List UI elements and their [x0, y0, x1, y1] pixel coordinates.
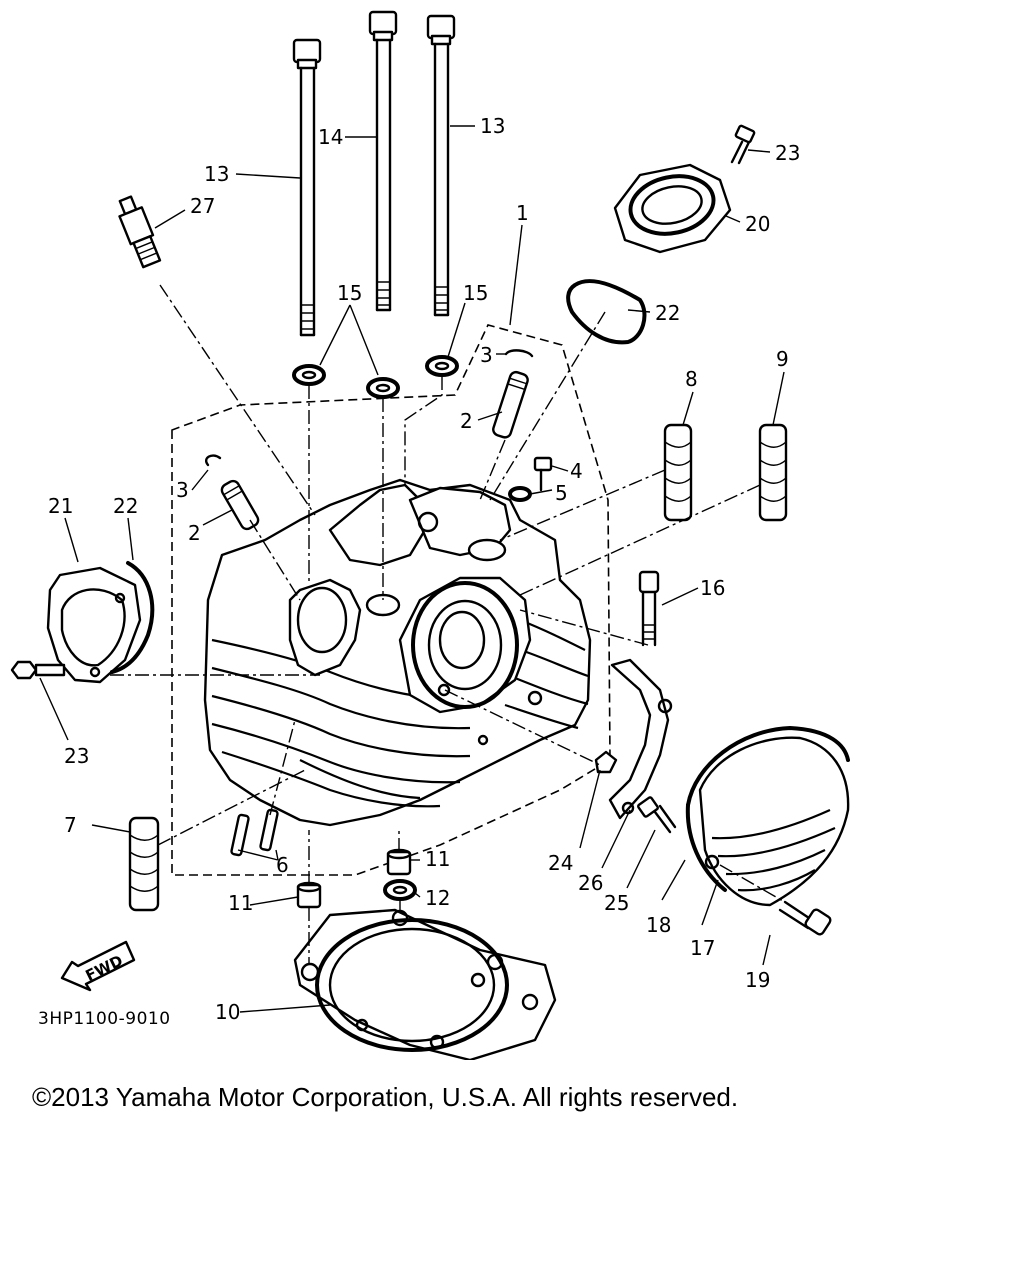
centerline-valve-left	[249, 519, 301, 601]
bolt-16	[638, 570, 660, 647]
bolt-4	[533, 456, 553, 492]
head-bolt-13-right	[426, 14, 456, 317]
centerline-valve-right	[479, 439, 506, 501]
valve-guide-2-right	[492, 370, 529, 439]
centerline-bolt-16	[519, 609, 649, 646]
bolt-24	[594, 750, 618, 774]
label-8: 8	[685, 367, 698, 391]
o-ring-22-top	[566, 279, 647, 345]
label-13-right: 13	[480, 114, 505, 138]
label-22-top: 22	[655, 301, 680, 325]
copyright-notice: ©2013 Yamaha Motor Corporation, U.S.A. A…	[32, 1082, 739, 1112]
label-1: 1	[516, 201, 529, 225]
centerline-bushing-7	[157, 769, 306, 846]
label-20: 20	[745, 212, 770, 236]
label-13-left: 13	[204, 162, 229, 186]
side-cover-21	[46, 566, 142, 684]
label-3-right: 3	[480, 343, 493, 367]
bracket-26	[608, 658, 673, 820]
label-9: 9	[776, 347, 789, 371]
label-27: 27	[190, 194, 215, 218]
centerline-bolt-24	[444, 689, 601, 766]
cylinder-head-exploded-diagram: FWD 13 14 13 27 15	[10, 10, 850, 1060]
fwd-arrow-icon	[60, 940, 136, 992]
label-7: 7	[64, 813, 77, 837]
label-10: 10	[215, 1000, 240, 1024]
washer-15-center	[366, 377, 400, 399]
cam-cover-17	[698, 736, 850, 907]
circlip-3-left	[205, 454, 222, 467]
studs-6	[230, 808, 279, 857]
head-gasket-10	[293, 908, 557, 1060]
centerline-spark-plug	[159, 284, 316, 516]
bolt-25	[637, 796, 677, 834]
label-21: 21	[48, 494, 73, 518]
head-bolt-13-left	[292, 38, 322, 337]
label-19: 19	[745, 968, 770, 992]
label-12: 12	[425, 886, 450, 910]
label-25: 25	[604, 891, 629, 915]
washer-15-left	[292, 364, 326, 386]
label-3-left: 3	[176, 478, 189, 502]
bolt-19	[778, 900, 832, 936]
centerline-bolt-19	[719, 864, 791, 906]
bushing-9	[758, 423, 788, 522]
bolt-23-left	[10, 660, 66, 680]
centerline-bolt-13-right	[404, 376, 443, 485]
bushing-7	[128, 816, 160, 912]
label-17: 17	[690, 936, 715, 960]
bolt-23-top	[730, 124, 756, 165]
label-14: 14	[318, 125, 343, 149]
label-2-left: 2	[188, 521, 201, 545]
head-bolt-14	[368, 10, 398, 312]
label-15-right: 15	[463, 281, 488, 305]
gasket-22-left	[110, 561, 155, 674]
centerline-bushing-9	[519, 484, 761, 596]
circlip-3-right	[504, 349, 534, 358]
centerline-oring	[489, 311, 606, 501]
label-22-left: 22	[113, 494, 138, 518]
label-26: 26	[578, 871, 603, 895]
label-2-right: 2	[460, 409, 473, 433]
bushing-8	[663, 423, 693, 522]
label-16: 16	[700, 576, 725, 600]
intake-joint-20	[613, 163, 732, 254]
label-23-top: 23	[775, 141, 800, 165]
dowel-11-left	[296, 881, 322, 909]
label-6: 6	[276, 853, 289, 877]
label-15-left: 15	[337, 281, 362, 305]
centerline-studs	[269, 719, 296, 816]
washer-5	[508, 486, 532, 502]
label-23-left: 23	[64, 744, 89, 768]
label-24: 24	[548, 851, 573, 875]
spark-plug	[118, 195, 162, 269]
dowel-11-right	[386, 848, 412, 876]
o-ring-18	[686, 726, 850, 807]
label-4: 4	[570, 459, 583, 483]
label-11-left: 11	[228, 891, 253, 915]
washer-15-right	[425, 355, 459, 377]
assembly-outline-dashed	[171, 324, 611, 876]
label-18: 18	[646, 913, 671, 937]
label-5: 5	[555, 481, 568, 505]
valve-guide-2-left	[220, 479, 260, 531]
washer-12	[383, 879, 417, 901]
label-11-right: 11	[425, 847, 450, 871]
drawing-code: 3HP1100-9010	[38, 1009, 171, 1029]
centerline-bushing-8	[499, 469, 666, 541]
cylinder-head	[203, 478, 592, 827]
